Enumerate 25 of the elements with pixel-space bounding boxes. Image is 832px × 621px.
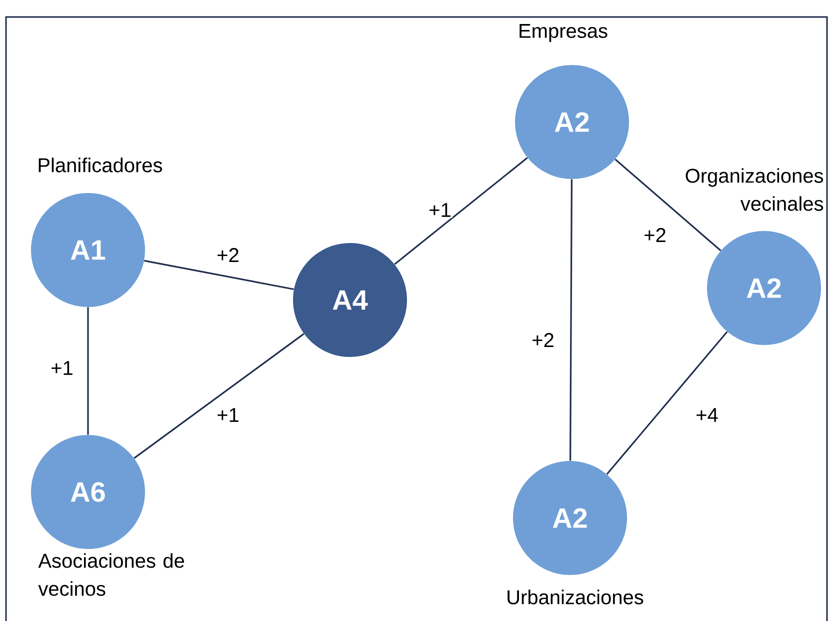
- edge-label: +2: [642, 227, 668, 243]
- edge-label: +1: [216, 407, 240, 423]
- node-caption: Organizaciones vecinales: [686, 168, 824, 211]
- connector-line: [144, 260, 294, 290]
- connector-line: [570, 179, 573, 461]
- node-caption: Planificadores: [38, 158, 162, 172]
- circle-node: A6: [31, 435, 145, 549]
- circle-node: A2: [515, 65, 629, 179]
- circle-node: A4: [293, 243, 407, 357]
- edge-label: +2: [530, 332, 556, 348]
- edge-label: +2: [216, 247, 240, 263]
- connector-line: [606, 331, 728, 475]
- node-caption: Urbanizaciones: [508, 590, 644, 604]
- connector-line: [134, 333, 304, 459]
- edge-label: +4: [694, 407, 720, 423]
- circle-node: A2: [513, 461, 627, 575]
- circle-node: A1: [31, 193, 145, 307]
- connector-line: [394, 157, 528, 265]
- node-caption: Asociaciones de vecinos: [38, 553, 184, 596]
- connector-line: [614, 158, 722, 252]
- circle-node: A2: [707, 231, 821, 345]
- edge-label: +1: [428, 202, 452, 218]
- connector-line: [87, 307, 89, 435]
- node-caption: Empresas: [520, 24, 608, 42]
- edge-label: +1: [50, 360, 74, 376]
